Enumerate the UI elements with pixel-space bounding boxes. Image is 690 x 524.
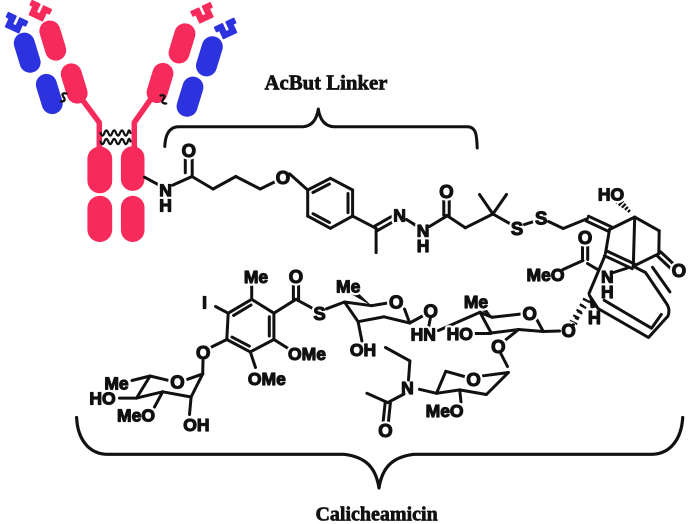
svg-text:Me: Me [464,292,489,312]
svg-text:MeO: MeO [527,265,565,285]
svg-text:O: O [378,420,392,441]
svg-text:H: H [601,282,614,302]
svg-text:HO: HO [89,388,115,408]
svg-text:HO: HO [89,388,115,408]
svg-text:OH: OH [350,340,376,360]
svg-text:AcBut Linker: AcBut Linker [264,72,387,95]
svg-text:N: N [601,267,614,287]
svg-text:O: O [672,260,686,281]
svg-text:O: O [170,372,184,393]
svg-text:OMe: OMe [288,344,326,364]
svg-text:MeO: MeO [117,405,155,425]
svg-text:S: S [535,208,547,229]
svg-text:O: O [424,301,438,322]
svg-text:O: O [491,336,505,357]
svg-text:O: O [672,260,686,281]
svg-text:O: O [196,342,210,363]
svg-text:O: O [389,292,403,313]
svg-text:O: O [182,140,196,161]
svg-text:HO: HO [598,184,624,204]
svg-text:OH: OH [183,415,209,435]
svg-text:N: N [417,221,430,241]
svg-text:N: N [601,267,614,287]
svg-text:Me: Me [104,374,129,394]
svg-text:HO: HO [598,184,624,204]
svg-text:H: H [588,308,601,328]
svg-text:O: O [424,301,438,322]
svg-text:O: O [439,181,453,202]
svg-text:O: O [196,342,210,363]
svg-text:I: I [202,292,207,312]
svg-text:I: I [202,292,207,312]
svg-text:O: O [439,181,453,202]
svg-text:O: O [466,369,480,390]
svg-text:S: S [511,218,523,239]
svg-text:O: O [378,420,392,441]
svg-text:HN: HN [411,324,436,344]
svg-text:O: O [289,266,303,287]
svg-text:Me: Me [244,267,269,287]
svg-text:MeO: MeO [426,401,464,421]
svg-text:Me: Me [336,276,361,296]
svg-text:N: N [393,206,406,226]
svg-text:OH: OH [350,340,376,360]
svg-text:O: O [170,372,184,393]
svg-text:H: H [159,196,172,216]
svg-text:O: O [276,167,290,188]
svg-text:O: O [578,227,592,248]
svg-text:O: O [578,227,592,248]
svg-text:HO: HO [447,324,473,344]
svg-text:OMe: OMe [248,369,286,389]
svg-text:O: O [466,369,480,390]
svg-text:OMe: OMe [288,344,326,364]
svg-text:Me: Me [464,292,489,312]
svg-text:O: O [523,303,537,324]
svg-text:O: O [182,140,196,161]
svg-text:Calicheamicin: Calicheamicin [315,504,437,524]
svg-text:OH: OH [183,415,209,435]
svg-text:H: H [417,236,430,256]
svg-text:N: N [393,206,406,226]
svg-text:Me: Me [244,267,269,287]
svg-text:S: S [511,218,523,239]
svg-text:N: N [417,221,430,241]
svg-text:MeO: MeO [117,405,155,425]
svg-text:H: H [588,308,601,328]
svg-text:MeO: MeO [426,401,464,421]
svg-text:S: S [313,303,325,324]
svg-text:S: S [535,208,547,229]
svg-text:N: N [159,180,172,200]
svg-text:O: O [289,266,303,287]
svg-text:O: O [276,167,290,188]
svg-text:H: H [601,282,614,302]
svg-text:O: O [389,292,403,313]
svg-text:MeO: MeO [527,265,565,285]
svg-text:N: N [159,180,172,200]
svg-text:H: H [417,236,430,256]
svg-text:S: S [313,303,325,324]
svg-text:HO: HO [447,324,473,344]
svg-text:OMe: OMe [248,369,286,389]
svg-text:Me: Me [104,374,129,394]
svg-text:H: H [159,196,172,216]
svg-text:Me: Me [336,276,361,296]
svg-text:O: O [523,303,537,324]
svg-text:HN: HN [411,324,436,344]
svg-text:O: O [491,336,505,357]
